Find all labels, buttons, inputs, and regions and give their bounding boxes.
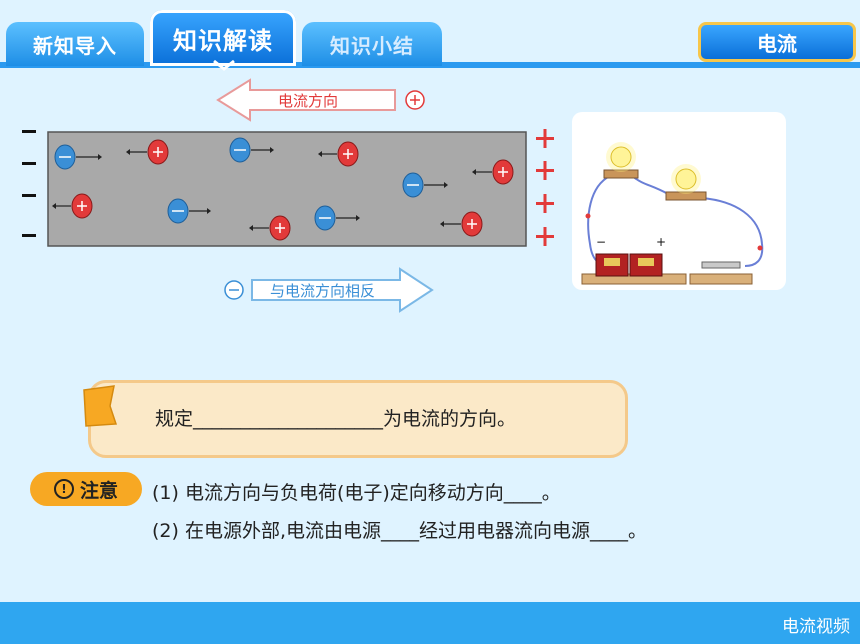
footer-bar <box>0 602 860 644</box>
red-proton <box>52 193 93 219</box>
positive-terminal-signs <box>536 129 554 246</box>
svg-text:+: + <box>656 235 666 249</box>
note-line-1: (1) 电流方向与负电荷(电子)定向移动方向____。 <box>152 482 561 504</box>
blue-electron <box>314 205 360 231</box>
bookmark-flag-icon <box>83 385 118 427</box>
red-proton <box>440 211 483 237</box>
electron-direction-label: 与电流方向相反 <box>270 282 375 300</box>
rule-text: 规定____________________为电流的方向。 <box>155 408 517 430</box>
note-badge-label: 注意 <box>79 479 118 502</box>
red-proton <box>249 215 291 241</box>
tab-new-knowledge[interactable]: 新知导入 <box>6 22 144 66</box>
blue-electron <box>54 144 102 170</box>
current-direction-label: 电流方向 <box>278 92 338 110</box>
chevron-down-icon <box>213 59 235 71</box>
blue-electron <box>167 198 211 224</box>
red-proton <box>472 159 514 185</box>
note-line-2: (2) 在电源外部,电流由电源____经过用电器流向电源____。 <box>152 520 647 542</box>
red-proton <box>126 139 169 165</box>
rule-box <box>88 380 628 458</box>
current-direction-diagram: 电流方向 <box>22 78 786 313</box>
exclamation-circle-icon: ! <box>53 479 74 499</box>
svg-text:−: − <box>596 235 606 249</box>
blue-electron <box>229 137 274 163</box>
note-badge: ! 注意 <box>30 472 142 506</box>
red-proton <box>318 141 359 167</box>
circuit-illustration: − + <box>572 112 786 290</box>
negative-terminal-signs <box>22 130 36 237</box>
electron-direction-arrow: 与电流方向相反 <box>224 267 434 313</box>
tab-knowledge-summary[interactable]: 知识小结 <box>302 22 442 66</box>
current-direction-arrow: 电流方向 <box>216 78 425 122</box>
blue-electron <box>402 172 448 198</box>
topic-badge: 电流 <box>698 22 856 62</box>
tab-knowledge-reading[interactable]: 知识解读 <box>150 10 296 66</box>
current-video-link[interactable]: 电流视频 <box>782 617 850 637</box>
